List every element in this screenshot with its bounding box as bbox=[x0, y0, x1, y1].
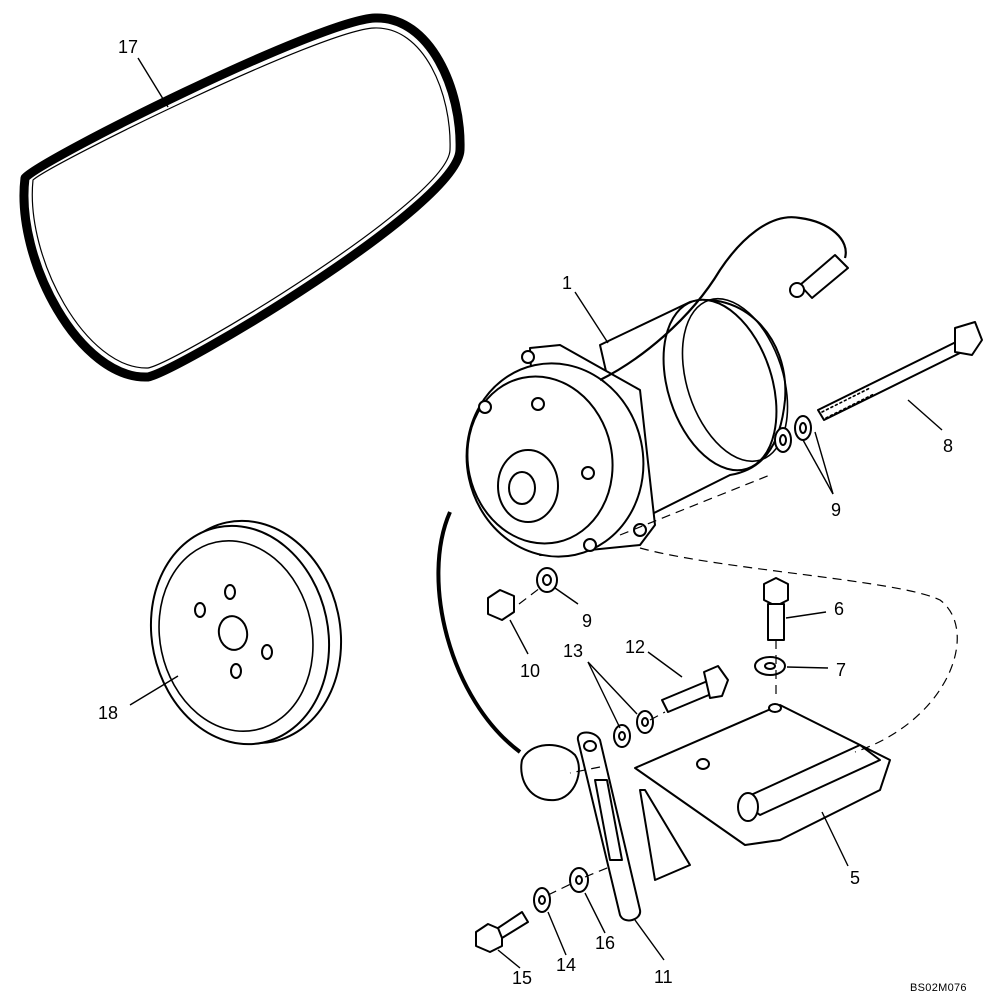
callout-8: 8 bbox=[943, 436, 953, 456]
callout-9-pair: 9 bbox=[831, 500, 841, 520]
dashed-guides bbox=[518, 474, 958, 896]
callout-6: 6 bbox=[834, 599, 844, 619]
callout-17: 17 bbox=[118, 37, 138, 57]
compressor bbox=[465, 216, 849, 558]
bolt-upper bbox=[763, 577, 789, 641]
callout-16: 16 bbox=[595, 933, 615, 953]
washers-pair bbox=[774, 415, 812, 453]
pulley bbox=[149, 519, 343, 746]
washer-upper bbox=[754, 656, 786, 676]
hose bbox=[436, 511, 580, 802]
bolt-strap bbox=[661, 665, 729, 713]
callout-11: 11 bbox=[654, 967, 673, 987]
callout-10: 10 bbox=[520, 661, 540, 681]
long-bolt bbox=[817, 321, 983, 421]
callout-18: 18 bbox=[98, 703, 118, 723]
flat-washer bbox=[569, 867, 589, 893]
drive-belt bbox=[19, 13, 465, 382]
lock-washer bbox=[533, 887, 551, 913]
leader-lines bbox=[129, 57, 943, 969]
callout-13: 13 bbox=[563, 641, 583, 661]
callouts: 17 1 8 9 9 10 6 7 12 13 5 11 16 14 15 18 bbox=[98, 37, 953, 988]
callout-1: 1 bbox=[562, 273, 572, 293]
adjusting-strap bbox=[576, 731, 642, 922]
nut bbox=[487, 589, 515, 621]
callout-12: 12 bbox=[625, 637, 645, 657]
reference-code: BS02M076 bbox=[910, 982, 967, 994]
callout-9-single: 9 bbox=[582, 611, 592, 631]
callout-15: 15 bbox=[512, 968, 532, 988]
callout-7: 7 bbox=[836, 660, 846, 680]
washer-single bbox=[536, 567, 558, 593]
callout-14: 14 bbox=[556, 955, 576, 975]
callout-5: 5 bbox=[850, 868, 860, 888]
mounting-bracket bbox=[634, 703, 891, 881]
bolt-lower bbox=[475, 911, 529, 953]
washers-strap bbox=[613, 710, 654, 748]
